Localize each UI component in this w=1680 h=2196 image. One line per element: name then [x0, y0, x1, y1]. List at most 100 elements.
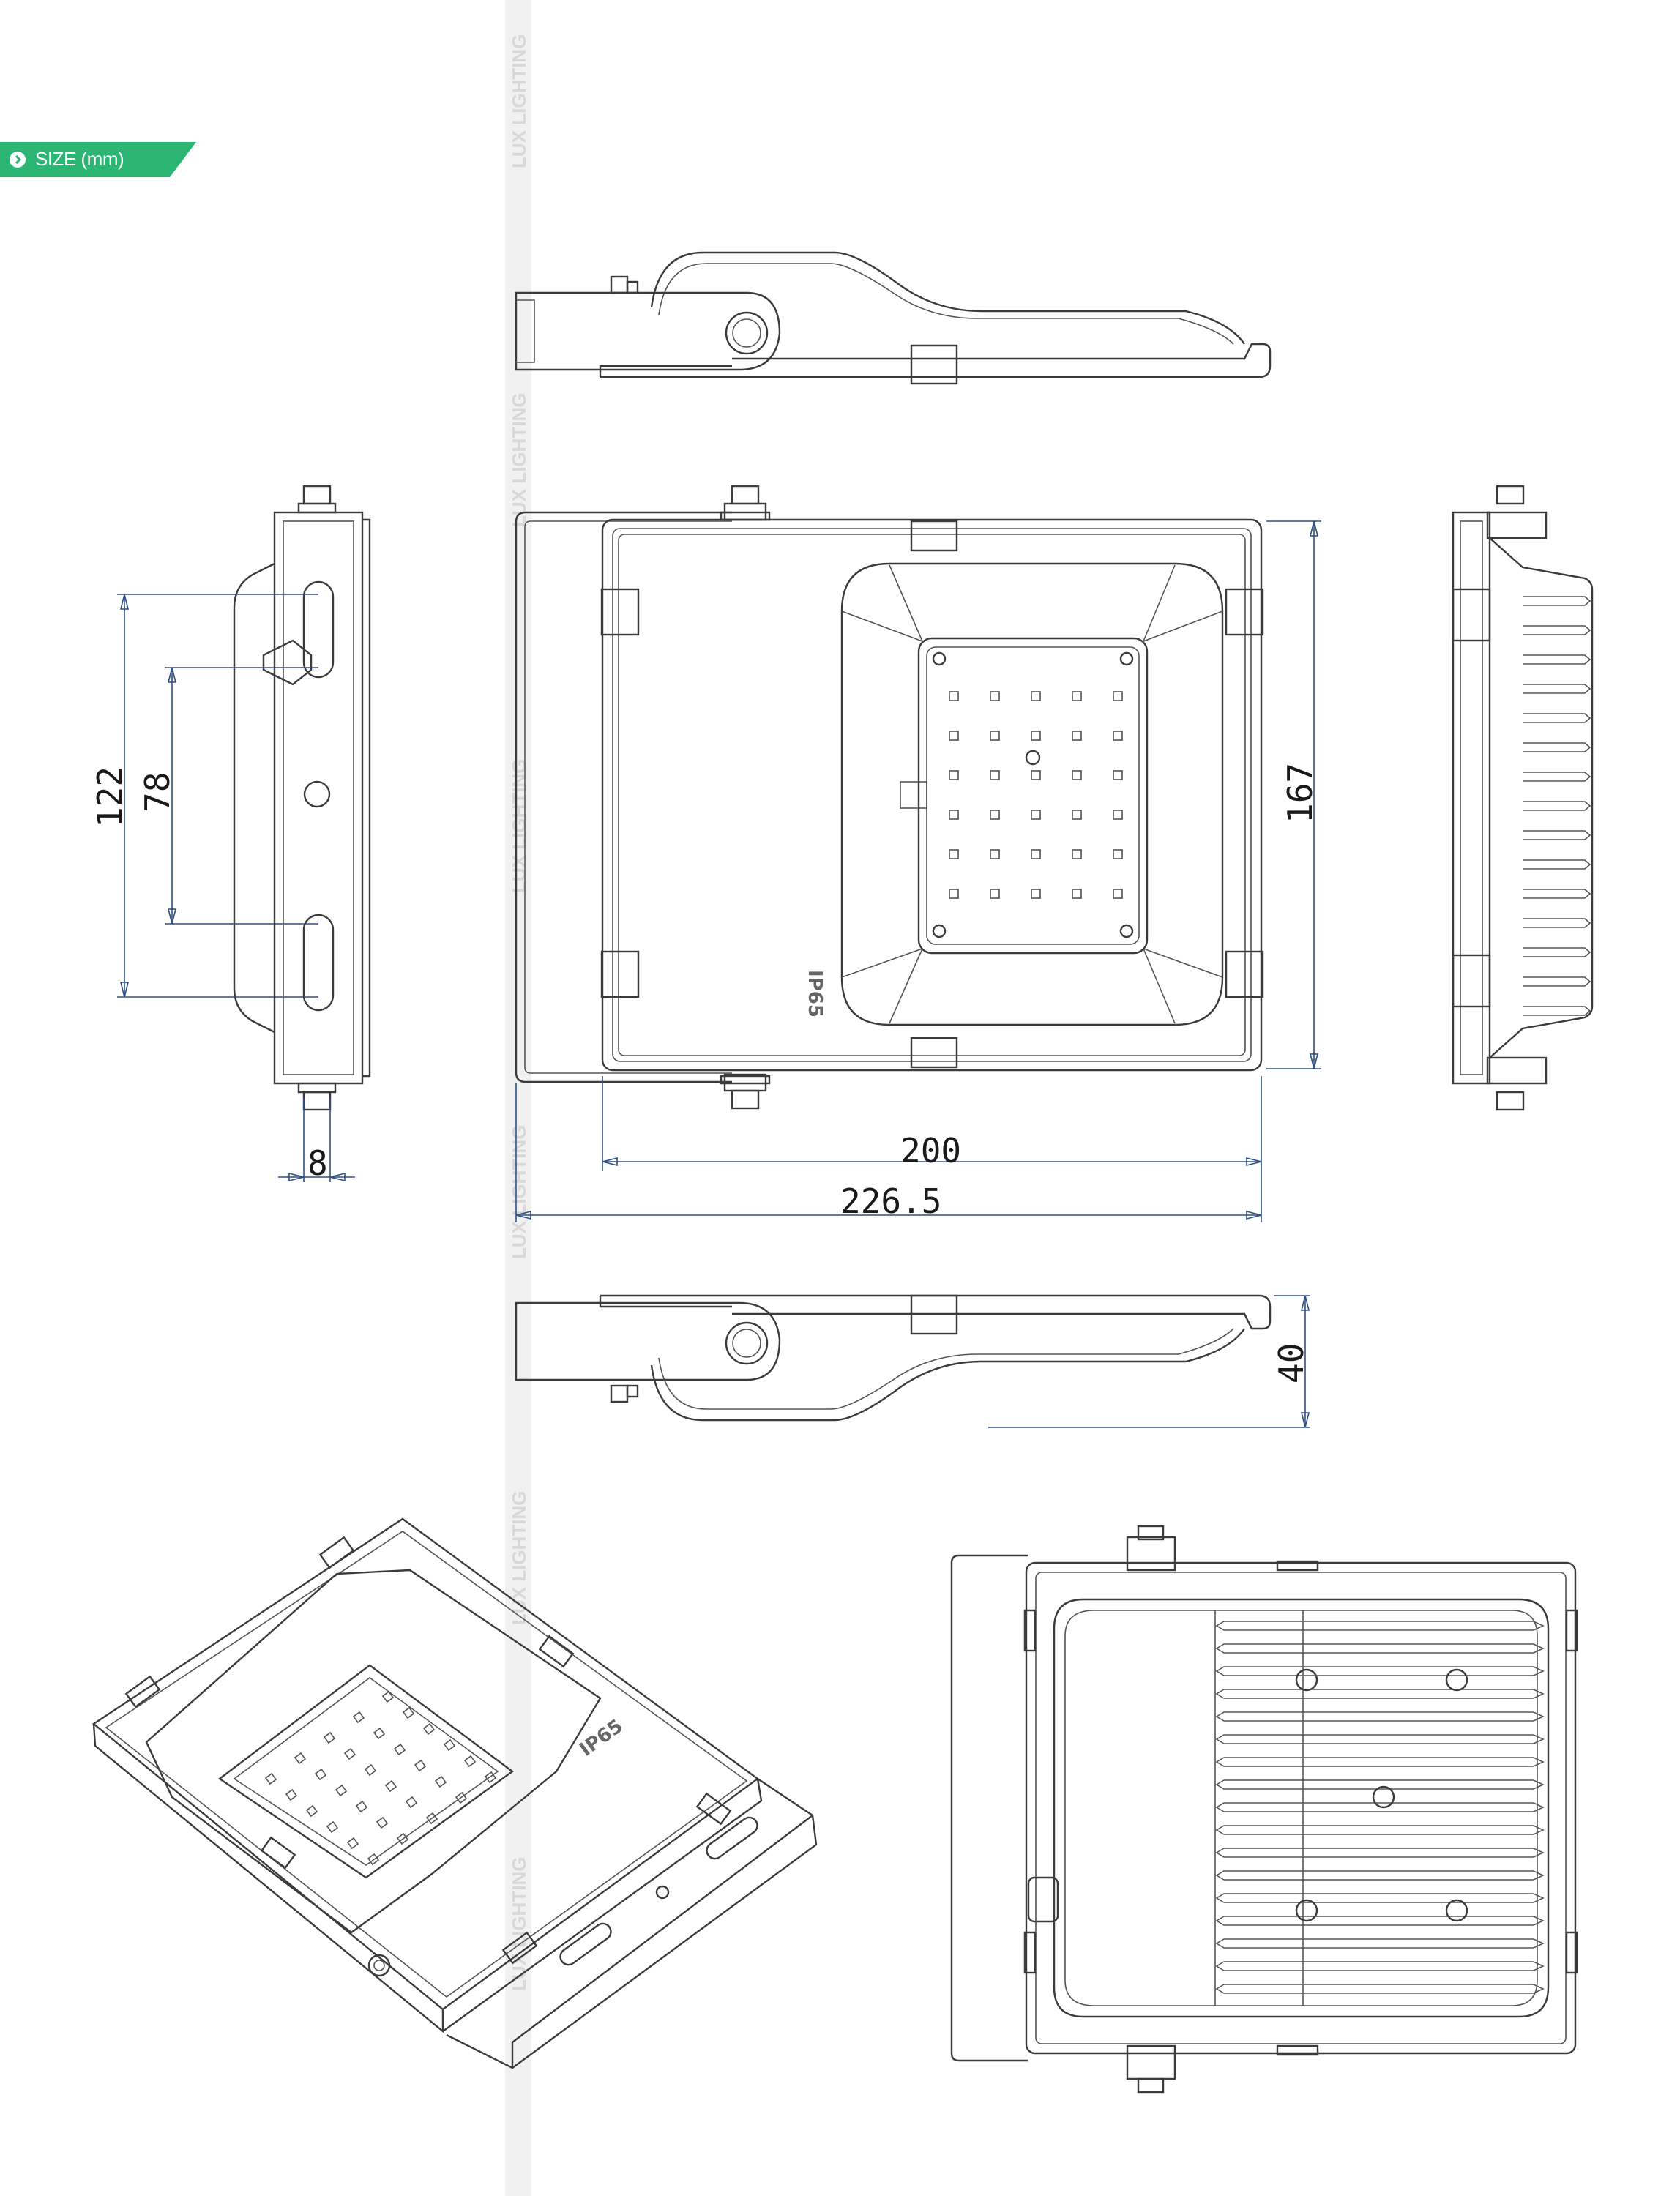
rear-fin: [1215, 1757, 1545, 1767]
led-chip: [1072, 731, 1082, 741]
iso-led-chip: [434, 1775, 447, 1788]
fin: [1523, 654, 1591, 665]
led-chip: [949, 889, 959, 899]
rear-fin: [1215, 1621, 1545, 1631]
dim-depth: 40: [1272, 1343, 1311, 1383]
iso-led-chip: [314, 1768, 327, 1781]
dimension-labels: 200 226.5 167 40 122 78 8: [90, 763, 1320, 1383]
fin: [1523, 625, 1591, 635]
fin: [1523, 859, 1591, 870]
isometric-view: IP65: [92, 1517, 818, 2069]
led-chip: [1072, 810, 1082, 820]
iso-ip-rating-label: IP65: [575, 1715, 627, 1760]
dim-width-body: 200: [900, 1131, 961, 1170]
iso-led-chip: [373, 1727, 386, 1740]
rear-fin: [1215, 1666, 1545, 1676]
led-chip: [1031, 810, 1041, 820]
rear-fin: [1215, 1734, 1545, 1744]
rear-fin: [1215, 1802, 1545, 1812]
bottom-side-view: [515, 1294, 1272, 1422]
iso-led-chip: [463, 1755, 477, 1768]
dim-bracket-thickness: 8: [307, 1143, 328, 1183]
fin: [1523, 801, 1591, 811]
iso-led-chip: [484, 1771, 497, 1784]
rear-fin: [1215, 1961, 1545, 1971]
led-chip: [1072, 849, 1082, 859]
rear-fin: [1215, 1825, 1545, 1835]
led-chip: [1113, 849, 1123, 859]
led-chip: [990, 849, 1000, 859]
led-grid: [949, 691, 1123, 899]
rear-view: [950, 1525, 1578, 2094]
led-chip: [949, 731, 959, 741]
iso-led-chip: [402, 1706, 415, 1719]
iso-led-chip: [425, 1812, 438, 1825]
iso-led-chip: [393, 1743, 406, 1756]
fin: [1523, 947, 1591, 957]
led-chip: [949, 810, 959, 820]
rear-fin: [1215, 1689, 1545, 1699]
ip-rating-label: IP65: [804, 970, 826, 1017]
iso-led-grid: [264, 1690, 497, 1866]
led-chip: [990, 770, 1000, 780]
led-chip: [990, 810, 1000, 820]
size-badge: SIZE (mm): [0, 142, 196, 177]
led-chip: [1113, 810, 1123, 820]
led-chip: [1113, 691, 1123, 701]
led-chip: [1031, 849, 1041, 859]
heatsink-fins: [1523, 596, 1591, 1016]
iso-led-chip: [264, 1772, 277, 1785]
rear-fin: [1215, 1870, 1545, 1881]
led-chip: [949, 691, 959, 701]
rear-fin: [1215, 1779, 1545, 1790]
rear-fin: [1215, 1848, 1545, 1858]
iso-led-chip: [355, 1800, 368, 1813]
rear-fin: [1215, 1984, 1545, 1994]
fin: [1523, 772, 1591, 782]
led-chip: [1072, 691, 1082, 701]
led-chip: [1031, 731, 1041, 741]
led-chip: [1072, 889, 1082, 899]
led-chip: [1072, 770, 1082, 780]
watermark-text-4: LUX LIGHTING: [508, 1125, 530, 1259]
led-chip: [990, 889, 1000, 899]
led-chip: [990, 691, 1000, 701]
iso-led-chip: [455, 1791, 468, 1804]
led-chip: [1113, 889, 1123, 899]
rear-heatsink-fins: [1215, 1621, 1545, 1994]
dim-slot-inner: 78: [138, 772, 177, 813]
fin: [1523, 684, 1591, 694]
dim-slot-outer: 122: [90, 766, 130, 827]
led-chip: [1113, 731, 1123, 741]
iso-led-chip: [335, 1784, 348, 1797]
fin: [1523, 596, 1591, 606]
iso-led-chip: [343, 1747, 356, 1760]
rear-fin: [1215, 1711, 1545, 1722]
iso-led-chip: [346, 1837, 359, 1850]
iso-led-chip: [305, 1804, 318, 1818]
led-chip: [1113, 770, 1123, 780]
rear-fin: [1215, 1893, 1545, 1903]
iso-led-chip: [294, 1752, 307, 1765]
iso-led-chip: [326, 1820, 339, 1834]
iso-led-chip: [376, 1816, 389, 1829]
led-chip: [949, 770, 959, 780]
front-view: IP65: [515, 485, 1264, 1110]
led-chip: [990, 731, 1000, 741]
fin: [1523, 742, 1591, 752]
rear-fin: [1215, 1916, 1545, 1926]
iso-led-chip: [405, 1796, 418, 1809]
fin: [1523, 713, 1591, 723]
iso-led-chip: [323, 1731, 336, 1744]
iso-led-chip: [364, 1763, 377, 1777]
watermark-text-5: LUX LIGHTING: [508, 1491, 530, 1625]
iso-led-chip: [285, 1788, 298, 1801]
badge-label: SIZE (mm): [35, 148, 124, 170]
fin: [1523, 1006, 1591, 1016]
dim-width-total: 226.5: [840, 1181, 941, 1221]
led-chip: [1031, 691, 1041, 701]
chevron-right-circle-icon: [10, 152, 26, 168]
watermark-text-6: LUX LIGHTING: [508, 1857, 530, 1991]
fin: [1523, 889, 1591, 899]
